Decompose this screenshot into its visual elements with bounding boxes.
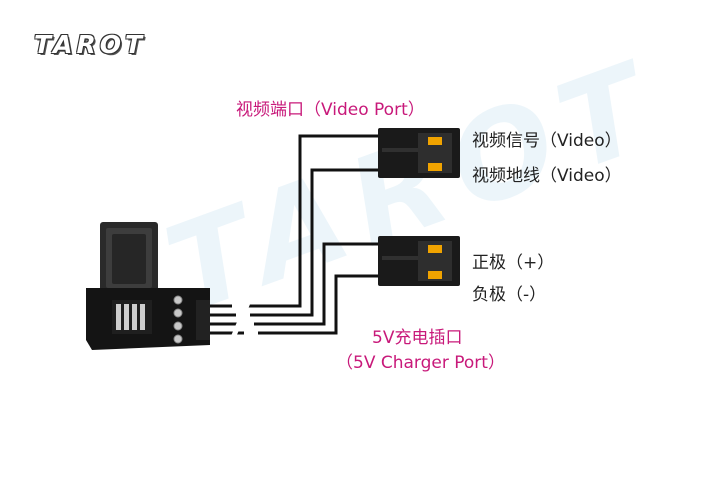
negative-label: 负极（-） — [472, 285, 547, 305]
two-pin-connector-icon — [378, 236, 460, 286]
wire-bundle — [210, 134, 380, 335]
video-ground-label: 视频地线（Video） — [472, 166, 622, 186]
tarot-logo: TAROT — [34, 30, 147, 59]
video-port-label: 视频端口（Video Port） — [236, 100, 425, 120]
two-pin-connector-icon — [378, 128, 460, 178]
mini-usb-plug-icon — [100, 222, 158, 294]
charger-port-label-en: （5V Charger Port） — [336, 353, 505, 373]
positive-label: 正极（+） — [472, 253, 555, 273]
charger-port-label-cn: 5V充电插口 — [372, 328, 463, 348]
pcb-board — [86, 288, 210, 350]
wire-break-marks — [229, 297, 253, 341]
video-signal-label: 视频信号（Video） — [472, 131, 622, 151]
